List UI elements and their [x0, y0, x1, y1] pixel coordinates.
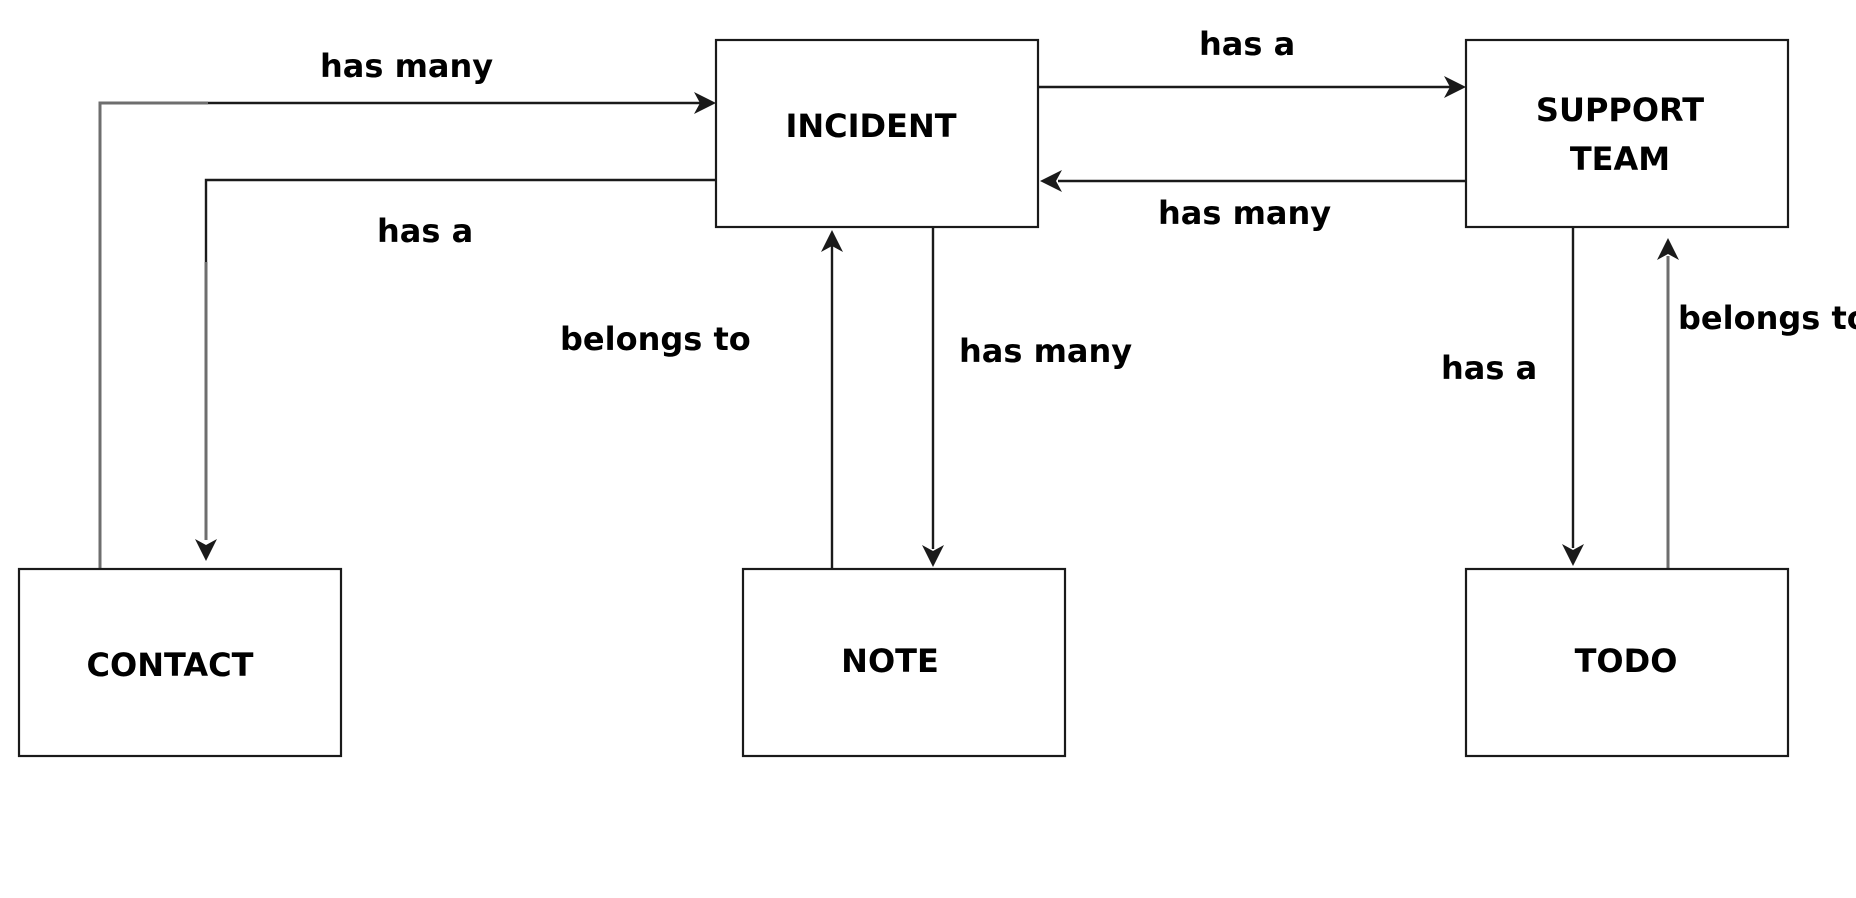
- arrowhead-to-incident-left: [694, 92, 716, 114]
- arrowhead-to-note: [922, 545, 944, 567]
- entity-support-team-label-line2: TEAM: [1570, 140, 1670, 178]
- entity-incident-label: INCIDENT: [785, 107, 956, 145]
- entity-support-team-box: [1464, 38, 1790, 229]
- arrowhead-to-incident-bottom: [821, 230, 843, 252]
- connectors: [98, 76, 1679, 569]
- connector-incident-to-contact: [204, 178, 716, 262]
- entity-todo[interactable]: TODO: [1464, 567, 1790, 758]
- arrowhead-to-todo: [1562, 544, 1584, 566]
- entity-incident-box: [714, 38, 1040, 229]
- entity-note-box: [741, 567, 1067, 758]
- label-support-team-to-incident: has many: [1158, 194, 1331, 232]
- connector-contact-to-incident-gray: [98, 101, 208, 569]
- arrowhead-to-incident-right: [1040, 170, 1062, 192]
- entity-contact-box: [17, 567, 343, 758]
- arrowhead-to-support-team-bottom: [1657, 238, 1679, 260]
- entity-todo-box: [1464, 567, 1790, 758]
- entity-note-label: NOTE: [841, 642, 939, 680]
- arrowhead-to-contact: [195, 539, 217, 561]
- label-contact-to-incident: has many: [320, 47, 493, 85]
- label-incident-to-contact: has a: [377, 212, 473, 250]
- label-incident-to-support-team: has a: [1199, 25, 1295, 63]
- entity-contact[interactable]: CONTACT: [17, 567, 343, 758]
- relationship-labels: has many has a has a has many belongs to…: [320, 25, 1856, 387]
- entity-note[interactable]: NOTE: [741, 567, 1067, 758]
- label-note-to-incident: belongs to: [560, 320, 751, 358]
- entity-contact-label: CONTACT: [87, 646, 254, 684]
- label-support-team-to-todo: has a: [1441, 349, 1537, 387]
- entity-support-team-label-line1: SUPPORT: [1536, 91, 1704, 129]
- entity-incident[interactable]: INCIDENT: [714, 38, 1040, 229]
- label-todo-to-support-team: belongs to: [1678, 299, 1856, 337]
- entity-support-team[interactable]: SUPPORT TEAM: [1464, 38, 1790, 229]
- entity-todo-label: TODO: [1575, 642, 1678, 680]
- arrowhead-to-support-team: [1444, 76, 1466, 98]
- label-incident-to-note: has many: [959, 332, 1132, 370]
